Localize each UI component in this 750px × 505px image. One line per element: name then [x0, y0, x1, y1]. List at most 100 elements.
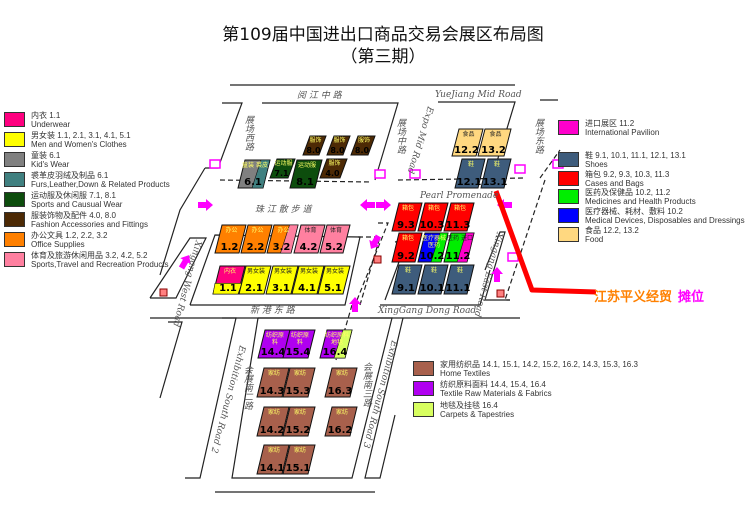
legend-swatch	[4, 172, 25, 187]
booth-hall-16.3[interactable]: 16.3	[324, 367, 358, 398]
entrance-y-marker-icon	[496, 289, 505, 298]
legend-item: 家用纺织品 14.1, 15.1, 14.2, 15.2, 16.2, 14.3…	[413, 360, 638, 378]
gate-marker-icon	[514, 164, 526, 174]
booth-shape	[319, 224, 351, 254]
annotation-booth: 摊位	[678, 290, 705, 305]
booth-hall-9.3[interactable]: 9.3	[391, 202, 423, 232]
map-title: 第109届中国进出口商品交易会展区布局图	[222, 25, 544, 45]
booth-hall-13.1[interactable]: 13.1	[480, 158, 512, 189]
booth-hall-7.1[interactable]: 7.1	[269, 158, 296, 179]
legend-label-en: Medicines and Health Products	[585, 197, 696, 206]
booth-shape	[417, 202, 449, 232]
legend-item: 体育及旅游休闲用品 3.2, 4.2, 5.2 Sports,Travel an…	[4, 251, 169, 269]
booth-shape	[451, 128, 484, 157]
booth-number: 14.3	[260, 386, 285, 397]
booth-shape	[391, 202, 423, 232]
booth-shape	[391, 264, 423, 295]
booth-number: 2.2	[247, 242, 265, 253]
booth-hall-14.2[interactable]: 14.2	[256, 406, 290, 437]
booth-number: 6.1	[244, 177, 262, 188]
legend-swatch	[413, 402, 434, 417]
legend-swatch	[4, 152, 25, 167]
booth-number: 9.3	[397, 220, 415, 231]
booth-shape	[480, 158, 512, 189]
legend-label-cn: 食品 12.2, 13.2	[585, 226, 639, 235]
booth-hall-13.2[interactable]: 13.2	[477, 128, 512, 157]
road-label-xingang-en: XingGang Dong Road	[377, 306, 476, 316]
booth-hall-3.1[interactable]: 3.1	[265, 265, 299, 295]
booth-hall-1.1[interactable]: 1.1	[212, 265, 246, 295]
booth-hall-15.1[interactable]: 15.1	[282, 444, 316, 475]
legend-label-cn: 医药及保健品 10.2, 11.2	[585, 188, 671, 197]
booth-shape	[417, 264, 449, 295]
legend-item: 食品 12.2, 13.2 Food	[558, 226, 639, 244]
booth-hall-8.0[interactable]: 8.0	[302, 135, 327, 156]
booth-number: 13.1	[483, 177, 508, 188]
legend-swatch	[558, 227, 579, 242]
booth-hall-16.4[interactable]: 16.4	[319, 329, 353, 359]
booth-hall-8.0[interactable]: 8.0	[326, 135, 351, 156]
booth-hall-5.2[interactable]: 5.2	[319, 224, 351, 254]
booth-hall-15.3[interactable]: 15.3	[282, 367, 316, 398]
booth-hall-11.2[interactable]: 11.2	[443, 232, 475, 263]
booth-hall-8.0[interactable]: 8.0	[350, 135, 376, 156]
road-label-pearl-cn: 珠 江 散 步 道	[255, 204, 313, 215]
booth-shape	[214, 224, 247, 254]
booth-hall-10.2[interactable]: 10.2	[417, 232, 449, 263]
booth-number: 2.1	[245, 283, 263, 294]
road-label-south2-cn: 会展南二路	[242, 365, 253, 410]
booth-hall-5.1[interactable]: 5.1	[317, 265, 351, 295]
booth-hall-4.1[interactable]: 4.1	[291, 265, 325, 295]
booth-split-shape	[333, 329, 353, 359]
booth-number: 11.3	[446, 220, 471, 231]
road-label-yuejiang-en: YueJiang Mid Road	[435, 90, 522, 100]
legend-label-en: Medical Devices, Disposables and Dressin…	[585, 216, 745, 225]
legend-item: 箱包 9.2, 9.3, 10.3, 11.3 Cases and Bags	[558, 170, 669, 188]
road-label-xingang-cn: 新 港 东 路	[250, 305, 296, 316]
booth-hall-11.3[interactable]: 11.3	[443, 202, 475, 232]
booth-hall-9.2[interactable]: 9.2	[391, 232, 423, 263]
booth-number: 15.1	[286, 463, 311, 474]
booth-number: 4.2	[300, 242, 318, 253]
legend-item: 纺织原料面料 14.4, 15.4, 16.4 Textile Raw Mate…	[413, 380, 552, 398]
booth-number: 12.1	[457, 177, 482, 188]
booth-hall-4.2[interactable]: 4.2	[293, 224, 326, 254]
legend-swatch	[558, 120, 579, 135]
booth-hall-2.2[interactable]: 2.2	[240, 224, 273, 254]
booth-hall-3.2[interactable]: 3.2	[266, 224, 299, 254]
booth-hall-10.3[interactable]: 10.3	[417, 202, 449, 232]
legend-label-cn: 服装饰物及配件 4.0, 8.0	[31, 211, 116, 220]
booth-shape	[326, 135, 351, 156]
booth-hall-11.1[interactable]: 11.1	[443, 264, 475, 295]
booth-hall-4.0[interactable]: 4.0	[319, 158, 348, 179]
direction-arrow-icon	[491, 267, 503, 282]
booth-hall-2.1[interactable]: 2.1	[238, 265, 272, 295]
booth-hall-15.4[interactable]: 15.4	[282, 329, 316, 359]
road-label-south3-cn: 会展南三路	[361, 362, 372, 407]
booth-hall-8.1[interactable]: 8.1	[289, 159, 323, 189]
legend-label-en: Home Textiles	[440, 369, 491, 378]
booth-hall-12.1[interactable]: 12.1	[454, 158, 486, 189]
legend-label-cn: 体育及旅游休闲用品 3.2, 4.2, 5.2	[31, 251, 148, 260]
legend-swatch	[4, 132, 25, 147]
legend-item: 办公文具 1.2, 2.2, 3.2 Office Supplies	[4, 231, 107, 249]
booth-hall-1.2[interactable]: 1.2	[214, 224, 247, 254]
booth-hall-14.1[interactable]: 14.1	[256, 444, 290, 475]
booth-number: 4.0	[325, 169, 340, 178]
booth-hall-6.1[interactable]: 6.1	[237, 159, 271, 189]
booth-hall-9.1[interactable]: 9.1	[391, 264, 423, 295]
legend-label-en: Furs,Leather,Down & Related Products	[31, 180, 170, 189]
booth-hall-16.2[interactable]: 16.2	[324, 406, 358, 437]
booth-hall-14.3[interactable]: 14.3	[256, 367, 290, 398]
booth-hall-15.2[interactable]: 15.2	[282, 406, 316, 437]
booth-hall-10.1[interactable]: 10.1	[417, 264, 449, 295]
legend-label-cn: 童装 6.1	[31, 151, 61, 160]
booth-shape	[454, 158, 486, 189]
booth-number: 8.0	[355, 146, 370, 155]
road-label-pearl-en: Pearl Promenade	[419, 191, 498, 201]
booth-hall-12.2[interactable]: 12.2	[451, 128, 484, 157]
direction-arrow-icon	[376, 199, 391, 211]
road-label-mid-cn: 展场中路	[395, 118, 406, 154]
legend-label-cn: 运动服及休闲服 7.1, 8.1	[31, 191, 116, 200]
booth-number: 11.1	[446, 283, 471, 294]
